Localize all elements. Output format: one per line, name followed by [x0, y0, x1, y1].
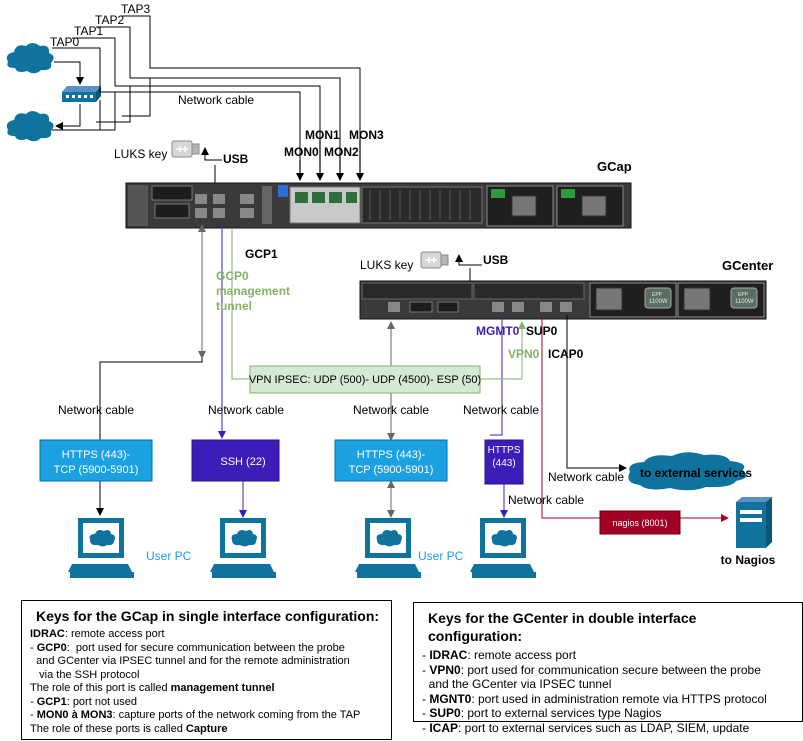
network-switch-icon [62, 86, 101, 102]
gcap-keys-line-8: The role of these ports is called Captur… [30, 722, 228, 735]
gcap-keys-line-1: IDRAC: remote access port [30, 628, 165, 640]
to-nagios-label: to Nagios [721, 553, 776, 567]
vpn-tunnel-box [249, 365, 481, 394]
network-cable-label-3: Network cable [353, 403, 429, 417]
network-cable-label-1: Network cable [58, 403, 134, 417]
tap-labels: TAP0 TAP1 TAP2 TAP3 [50, 2, 150, 49]
gcenter-usb-label: USB [483, 253, 509, 267]
gcp0-label-line3: tunnel [216, 299, 252, 313]
ssh-label: SSH (22) [220, 456, 265, 468]
gcap-title: GCap [597, 159, 632, 174]
gcenter-keys-line-3: and the GCenter via IPSEC tunnel [422, 677, 612, 691]
gcap-keys-line-7: - MON0 à MON3: capture ports of the netw… [30, 709, 361, 721]
mon3-label: MON3 [349, 128, 384, 142]
pc-icon-4 [470, 518, 536, 578]
mgmt0-label: MGMT0 [476, 324, 520, 338]
gcap-keys-line-4: via the SSH protocol [30, 668, 140, 681]
mon2-label: MON2 [324, 145, 359, 159]
gcenter-keys-line-1: - IDRAC: remote access port [422, 648, 577, 662]
tap3-label: TAP3 [121, 2, 150, 16]
pc-icon-2 [210, 518, 276, 578]
https-gcap-line2: TCP (5900-5901) [54, 464, 139, 476]
gcp0-label-line2: management [216, 284, 290, 298]
gcp1-label: GCP1 [245, 247, 278, 261]
user-pc-label-1: User PC [146, 549, 192, 563]
psu2-brand: EPP [738, 292, 749, 298]
pc-icon-1 [68, 518, 134, 578]
gcenter-usb-key-icon [420, 251, 449, 269]
gcenter-keys-box: Keys for the GCenter in double interface… [413, 602, 803, 735]
gcp0-label-line1: GCP0 [216, 269, 249, 283]
network-cable-label-5: Network cable [548, 470, 624, 484]
psu1-rating: 1100W [649, 299, 668, 305]
gcenter-title: GCenter [722, 258, 773, 273]
gcap-luks-key-label: LUKS key [114, 147, 167, 161]
icap0-label: ICAP0 [548, 347, 584, 361]
gcap-keys-line-6: - GCP1: port not used [30, 695, 138, 708]
network-diagram: TAP0 TAP1 TAP2 TAP3 Network cable MON0 M… [6, 2, 776, 578]
network-cable-label-2: Network cable [208, 403, 284, 417]
to-external-label: to external services [640, 466, 752, 480]
gcap-keys-line-2: - GCP0: port used for secure communicati… [30, 641, 345, 654]
gcap-keys-line-3: and GCenter via IPSEC tunnel and for the… [30, 655, 350, 667]
cloud-top-icon [6, 43, 54, 74]
gcap-keys-box: Keys for the GCap in single interface co… [21, 600, 392, 740]
https-mgmt-line1: HTTPS [488, 445, 521, 456]
mon1-label: MON1 [305, 128, 340, 142]
gcenter-server [359, 280, 767, 320]
vpn-tunnel-label: VPN IPSEC: UDP (500)- UDP (4500)- ESP (5… [249, 374, 481, 386]
https-gcenter-line1: HTTPS (443)- [357, 449, 426, 461]
gcap-usb-label: USB [223, 152, 249, 166]
tap-lines [52, 15, 361, 175]
gcap-keys-line-5: The role of this port is called manageme… [30, 682, 275, 694]
tap2-label: TAP2 [95, 13, 124, 27]
gcap-server [125, 182, 632, 229]
network-cable-label-6: Network cable [508, 493, 584, 507]
gcenter-keys-line-4: - MGNT0: port used in administration rem… [422, 691, 767, 706]
nagios-port-box [599, 510, 681, 535]
nagios-port-label: nagios (8001) [612, 518, 667, 528]
nagios-server-icon [736, 497, 772, 548]
pc-icon-3 [355, 518, 421, 578]
psu2-rating: 1100W [735, 299, 754, 305]
gcenter-keys-line-2: - VPN0: port used for communication secu… [422, 662, 761, 677]
ssh-box [191, 439, 280, 482]
network-cable-label-tap: Network cable [178, 93, 254, 107]
gcenter-keys-line-5: - SUP0: port to external services type N… [422, 706, 662, 720]
tap1-label: TAP1 [74, 24, 103, 38]
https-gcap-box [39, 439, 153, 482]
gcenter-luks-key-label: LUKS key [360, 258, 413, 272]
gcap-keys-title: Keys for the GCap in single interface co… [36, 608, 380, 624]
mon0-label: MON0 [284, 145, 319, 159]
tap0-label: TAP0 [50, 35, 79, 49]
gcap-usb-key-icon [171, 140, 200, 158]
cloud-bottom-icon [6, 111, 54, 142]
gcenter-keys-title: Keys for the GCenter in double interface… [428, 610, 697, 644]
https-gcenter-line2: TCP (5900-5901) [349, 464, 434, 476]
https-gcap-line1: HTTPS (443)- [62, 449, 131, 461]
https-mgmt-line2: (443) [492, 458, 515, 469]
psu1-brand: EPP [652, 292, 663, 298]
vpn0-label: VPN0 [508, 347, 540, 361]
external-services-cloud-icon [628, 452, 747, 491]
network-cable-label-4: Network cable [463, 403, 539, 417]
gcenter-keys-line-6: - ICAP: port to external services such a… [422, 720, 750, 735]
user-pc-label-2: User PC [418, 549, 464, 563]
